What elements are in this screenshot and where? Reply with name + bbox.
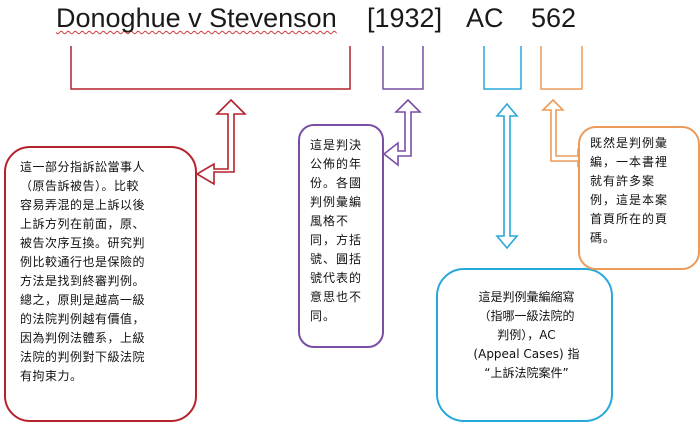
citation-page: 562 <box>531 3 577 33</box>
note-year: 這是判決 公佈的年 份。各國 判例彙編 風格不 同，方括 號、圓括 號代表的 意… <box>298 124 384 348</box>
arrow-party <box>195 98 247 186</box>
note-party: 這一部分指訴訟當事人 （原告訴被告）。比較 容易弄混的是上訴以後 上訴方列在前面… <box>4 146 197 422</box>
citation-year: [1932] <box>367 3 443 33</box>
arrow-year <box>382 98 422 167</box>
citation-series: AC <box>466 3 504 33</box>
case-name-party-1: Donoghue v Stevenson <box>56 3 337 33</box>
bracket-page <box>540 46 583 90</box>
arrow-series <box>495 102 519 250</box>
note-page: 既然是判例彙 編，一本書裡 就有許多案 例，這是本案 首頁所在的頁 碼。 <box>578 126 700 270</box>
case-name: Donoghue v Stevenson <box>56 0 337 36</box>
bracket-year <box>382 46 424 90</box>
bracket-series <box>483 46 522 90</box>
bracket-party <box>70 46 351 90</box>
note-series: 這是判例彙編縮寫 （指哪一級法院的 判例），AC (Appeal Cases) … <box>436 268 613 422</box>
